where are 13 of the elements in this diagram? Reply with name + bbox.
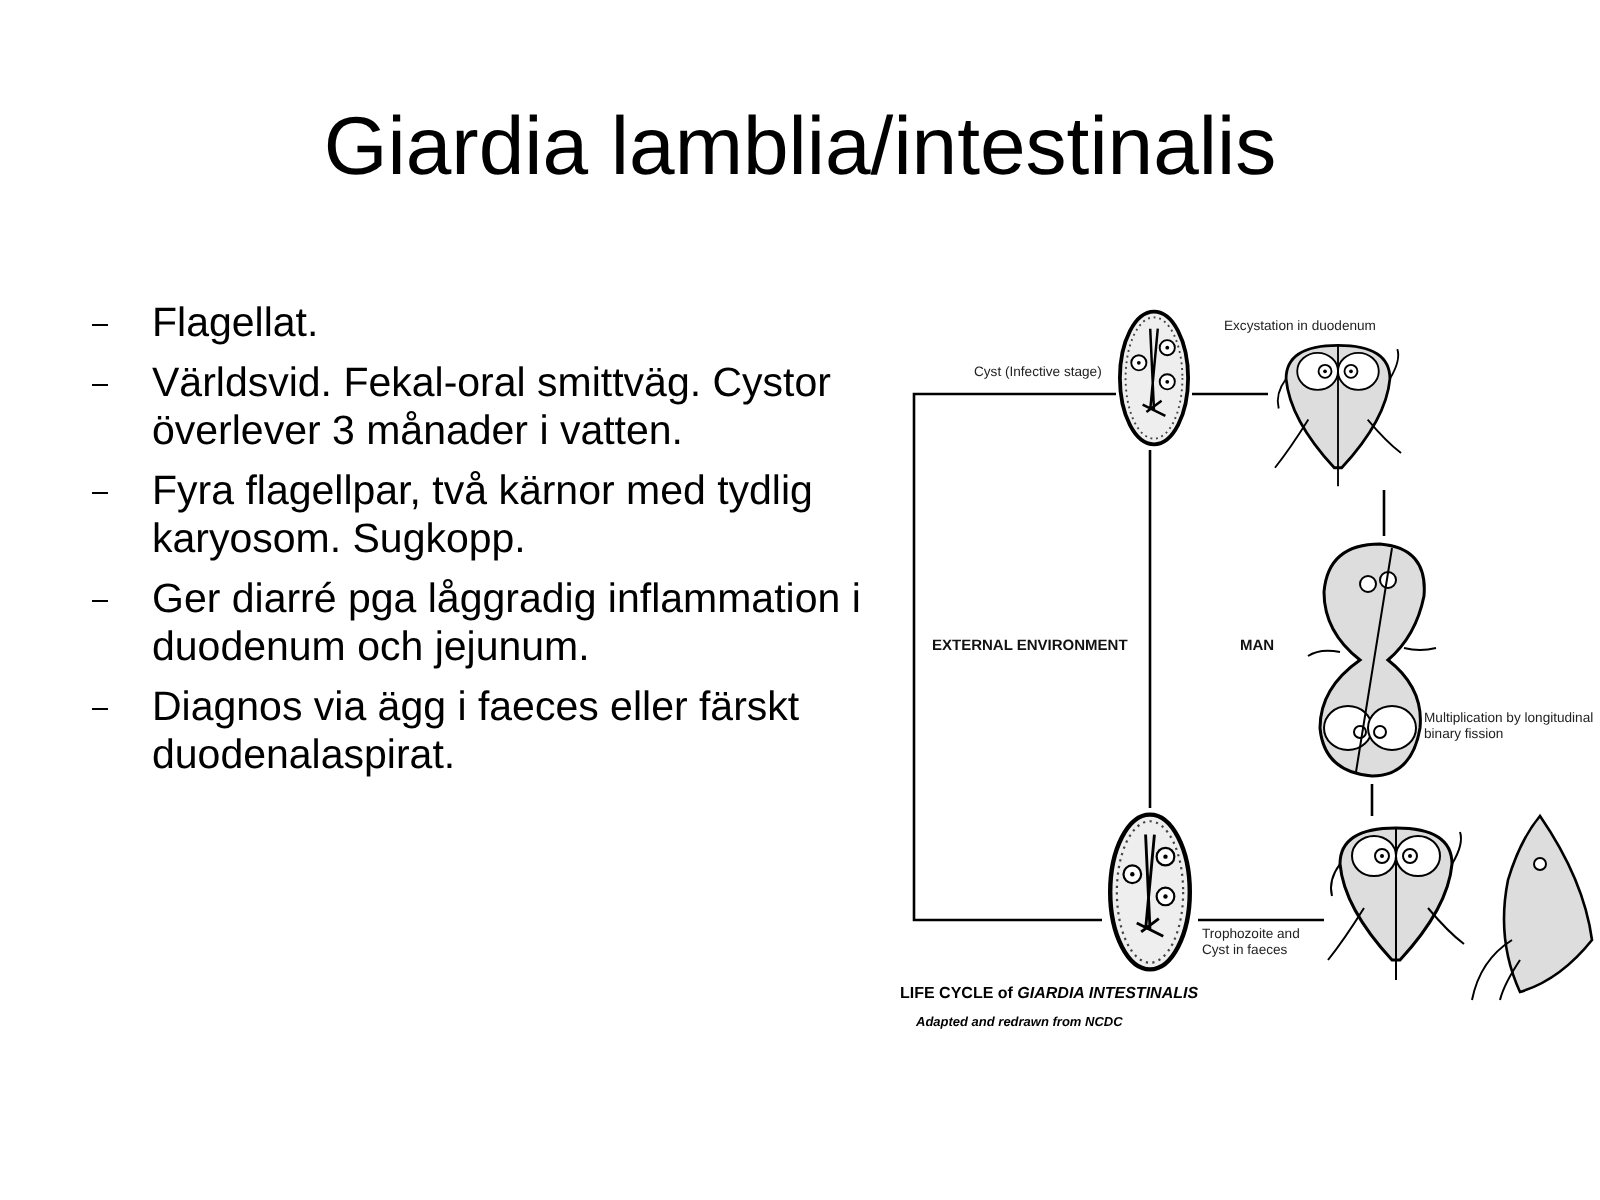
connector-line (1382, 490, 1386, 536)
bullet-text: Diagnos via ägg i faeces eller färskt duodenalaspirat. (152, 684, 802, 780)
bullet-text: Fyra flagellpar, två kärnor med tydlig karyosom. Sugkopp. (152, 468, 815, 564)
slide-title: Giardia lamblia/intestinalis (321, 100, 1279, 194)
connector-line (912, 392, 1116, 922)
connector-line (1198, 918, 1324, 922)
bullet-text: Världsvid. Fekal-oral smittväg. Cystor överlever 3 månader i vatten. (152, 360, 833, 456)
connector-line (1192, 392, 1268, 396)
figure-caption: LIFE CYCLE of GIARDIA INTESTINALIS (900, 984, 1199, 1002)
bullet-text: Ger diarré pga låggradig inflammation i duodenum och jejunum. (152, 576, 863, 672)
connector-line (1148, 450, 1152, 808)
bullet-text: Flagellat. (152, 300, 319, 348)
connector-line (1370, 784, 1374, 816)
